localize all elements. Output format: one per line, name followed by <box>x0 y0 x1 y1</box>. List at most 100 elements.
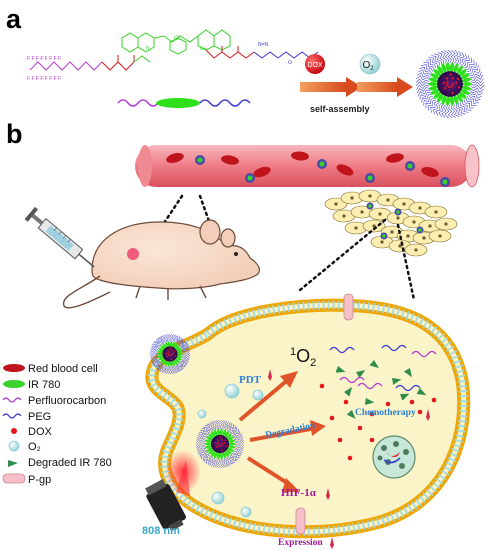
ir780-unit <box>176 347 182 352</box>
peg-chain <box>444 104 450 119</box>
peg-chain <box>160 335 166 343</box>
micelle-large <box>415 49 485 119</box>
peg-chain <box>218 458 222 469</box>
ir780-unit <box>428 77 439 83</box>
panel-label-b: b <box>6 119 23 149</box>
ir780-unit <box>206 447 213 452</box>
ir780-unit <box>228 445 236 449</box>
peg-chain <box>416 87 430 94</box>
peg-chain <box>222 458 227 468</box>
peg-chain <box>173 334 177 343</box>
peg-chain <box>171 366 176 374</box>
dox-dot <box>224 439 227 442</box>
peg-chain <box>149 350 158 354</box>
peg-chain <box>174 365 180 373</box>
ir780-unit <box>213 451 218 459</box>
peg-chain <box>195 440 206 444</box>
ir780-unit <box>453 95 459 105</box>
peg-chain <box>234 437 244 442</box>
tumor-cell-nucleus <box>428 224 432 228</box>
dox-dot <box>451 91 454 95</box>
ir780-unit <box>213 429 218 437</box>
dox-dot <box>165 352 168 355</box>
peg-chain <box>455 103 463 116</box>
dox-dot <box>170 358 173 361</box>
dox-molecule <box>347 455 353 461</box>
laser-icon <box>145 450 201 532</box>
tumor-cell-nucleus <box>438 234 442 238</box>
peg-chain <box>227 456 234 465</box>
peg-chain <box>415 81 430 87</box>
peg-chain <box>196 446 206 451</box>
peg-chain <box>163 365 167 374</box>
peg-chain <box>222 420 227 430</box>
ir780-unit <box>173 359 178 365</box>
polymer-fragment <box>381 344 407 352</box>
peg-chain <box>151 345 159 350</box>
peg-chain <box>470 74 484 81</box>
peg-chain <box>233 449 243 455</box>
svg-text:O₂: O₂ <box>28 441 41 453</box>
micelle-core <box>210 434 230 454</box>
ir780-unit <box>437 65 444 75</box>
degraded-ir780-fragments <box>319 344 437 461</box>
legend-item-peg: PEG <box>2 411 51 423</box>
peg-chain <box>181 346 189 351</box>
legend-item-o2: O₂ <box>8 440 41 453</box>
dox-molecule <box>357 425 363 431</box>
peg-chain <box>425 59 437 69</box>
peg-chain <box>213 420 218 430</box>
ir780-unit <box>172 341 175 348</box>
peg-chain <box>423 96 433 106</box>
dox-dot <box>174 355 177 357</box>
svg-text:N+: N+ <box>200 46 207 52</box>
dox-dot <box>168 355 171 357</box>
svg-text:1O2: 1O2 <box>290 346 316 369</box>
peg-chain <box>211 421 216 430</box>
peg-chain <box>418 69 431 76</box>
svg-text:PEG: PEG <box>28 411 51 423</box>
red-blood-cell <box>336 164 354 176</box>
degraded-ir780 <box>403 368 412 378</box>
red-blood-cell <box>253 166 271 178</box>
peg-chain <box>444 50 450 64</box>
peg-chain <box>447 49 453 64</box>
increase-markers <box>268 369 430 549</box>
ir780-unit <box>430 89 440 95</box>
oxygen-bubbles <box>197 383 264 518</box>
peg-chain <box>453 104 460 118</box>
ir780-unit <box>461 77 472 83</box>
peg-chain <box>450 104 456 118</box>
peg-chain <box>172 334 176 343</box>
dox-dot <box>220 444 223 447</box>
svg-text:O2: O2 <box>362 60 374 72</box>
singlet-oxygen-label: O <box>296 346 310 366</box>
peg-chain <box>166 334 170 342</box>
peg-chain <box>437 52 445 65</box>
peg-chain <box>152 343 160 348</box>
tumor-cell-nucleus <box>418 206 422 210</box>
ir780-unit <box>175 345 180 350</box>
ir780-unit <box>210 431 216 438</box>
ir780-unit <box>461 85 472 91</box>
peg-chain <box>198 431 208 437</box>
ir780-unit <box>433 91 442 99</box>
legend: Red blood cell IR 780 Perfluorocarbon PE… <box>2 363 112 486</box>
peg-chain <box>462 55 470 68</box>
tumor-cell-nucleus <box>402 202 406 206</box>
dox-molecule <box>369 411 375 417</box>
ir780-unit <box>177 352 183 356</box>
dox-dot <box>455 81 458 84</box>
ir780-unit <box>458 91 467 99</box>
ir780-unit <box>208 449 214 455</box>
peg-chain <box>180 342 187 349</box>
ir780-unit <box>160 345 165 350</box>
peg-chain <box>465 59 475 71</box>
svg-text:N=N: N=N <box>258 42 269 48</box>
peg-chain <box>196 435 206 440</box>
dox-dot <box>457 86 461 89</box>
peg-chain <box>181 344 189 350</box>
peg-chain <box>469 68 481 76</box>
peg-chain <box>418 89 431 97</box>
peg-chain <box>225 457 232 466</box>
